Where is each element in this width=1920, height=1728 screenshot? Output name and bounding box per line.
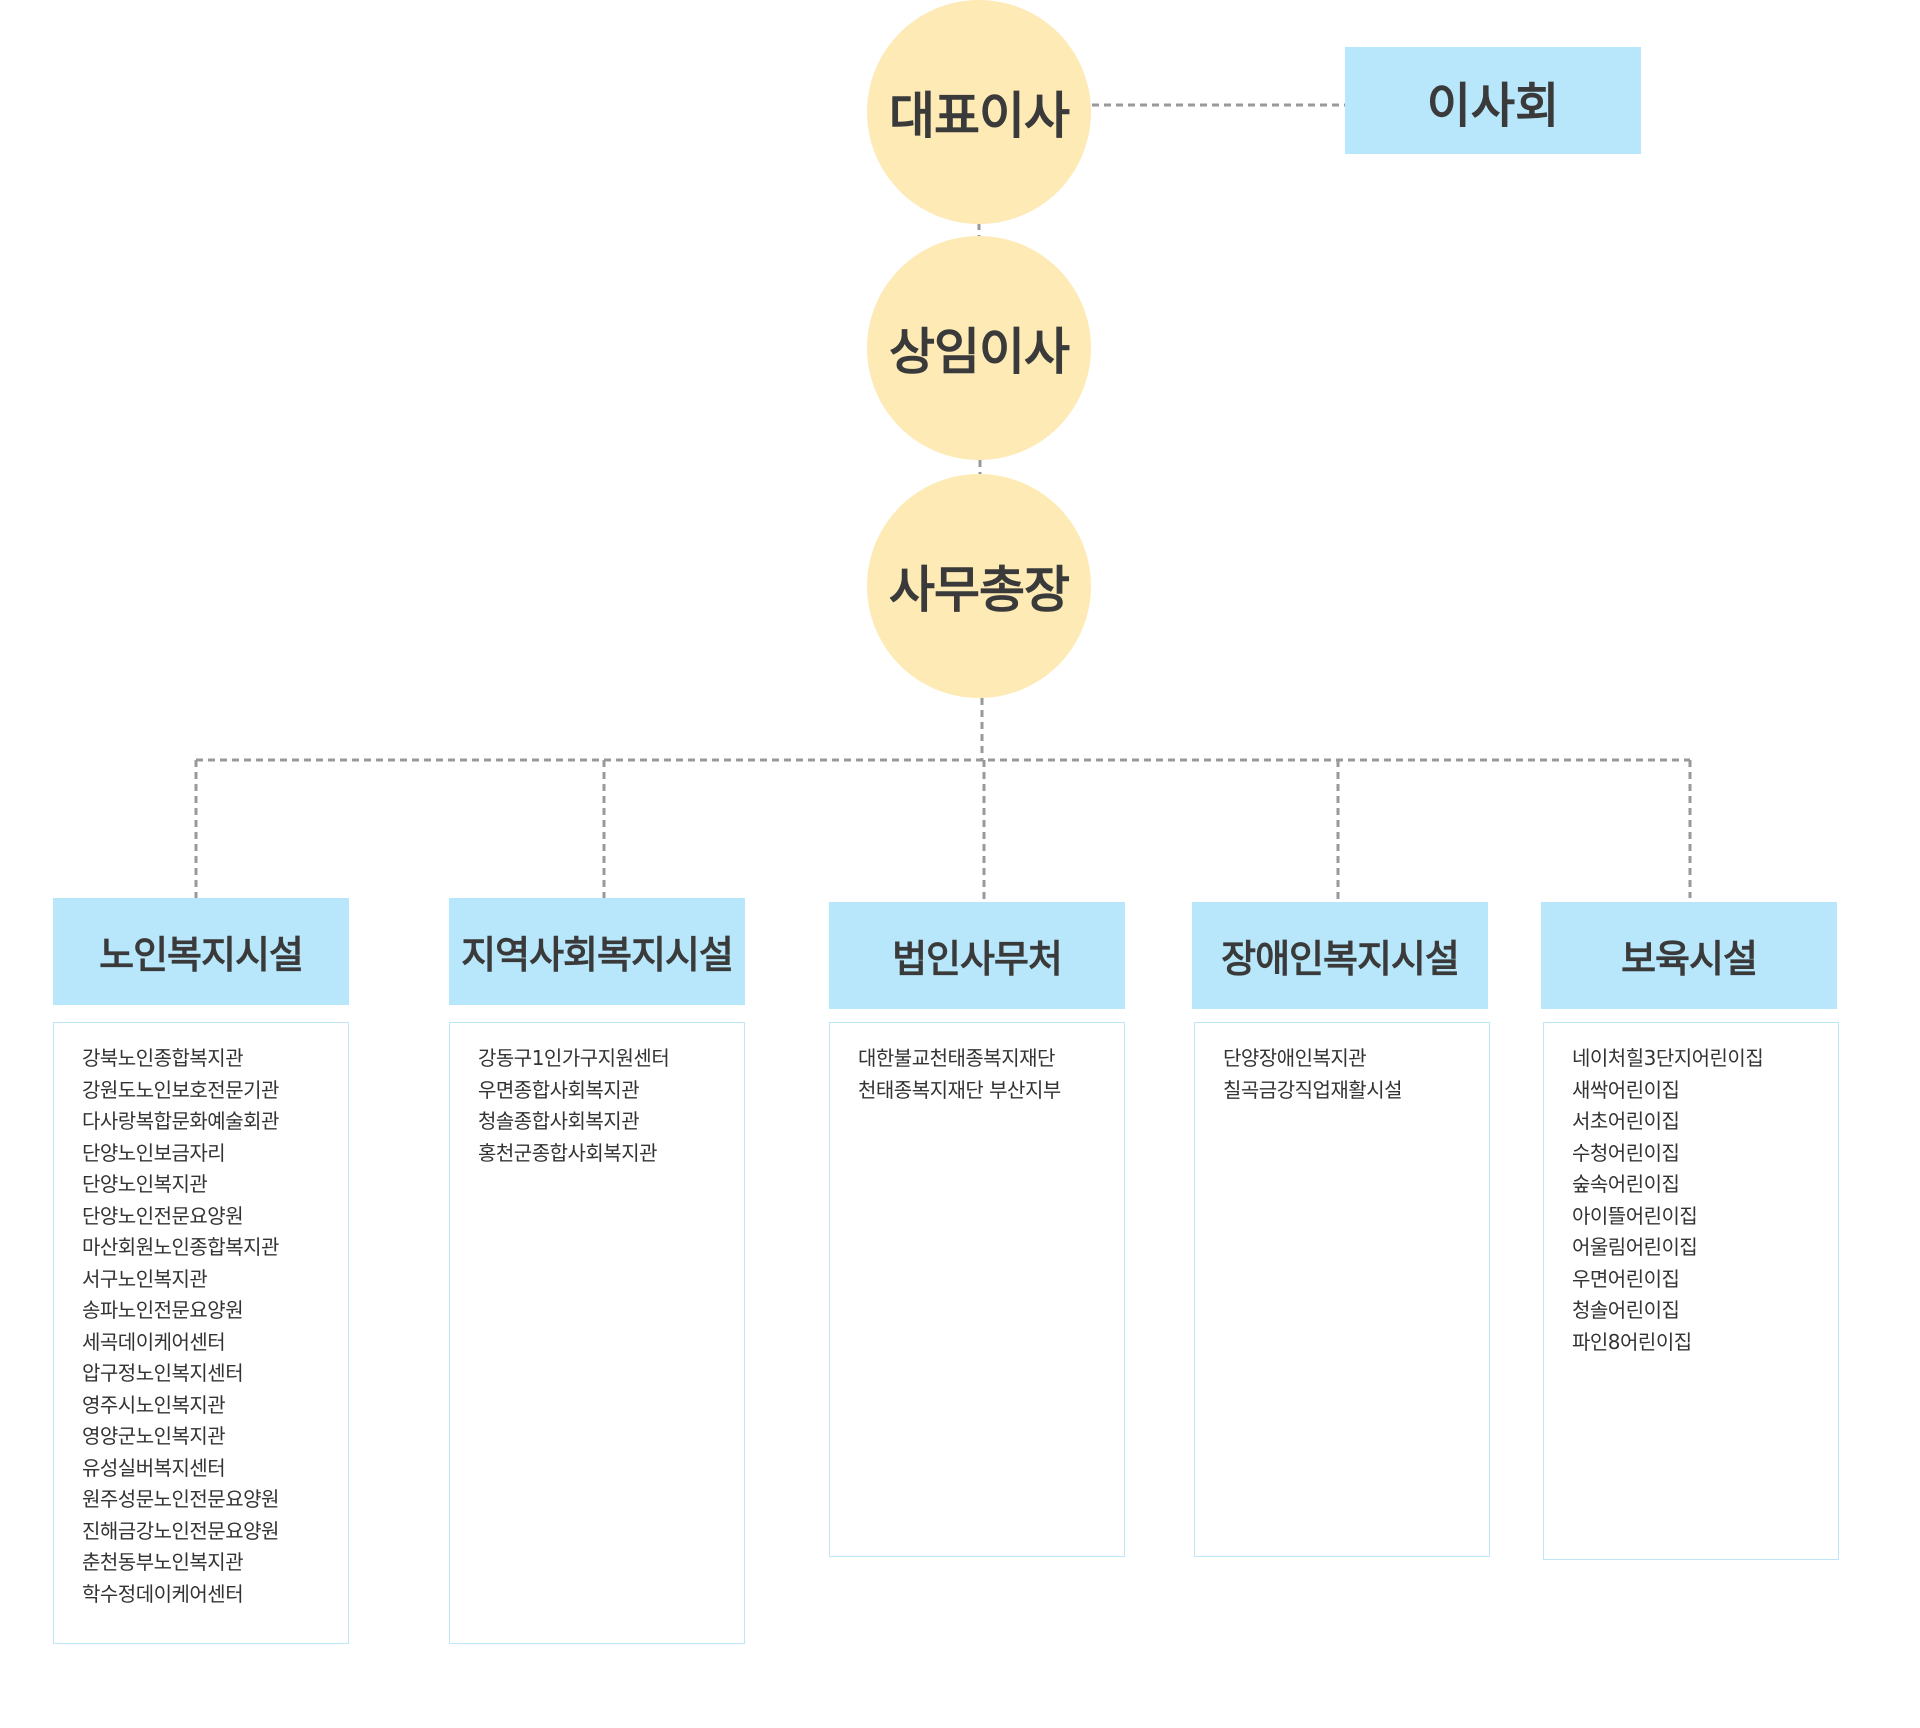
list-item: 대한불교천태종복지재단 xyxy=(858,1046,1055,1070)
list-item: 다사랑복합문화예술회관 xyxy=(82,1109,279,1133)
list-item: 세곡데이케어센터 xyxy=(82,1329,226,1354)
list-item: 단양노인전문요양원 xyxy=(82,1203,244,1228)
secretary-general-node: 사무총장 xyxy=(867,474,1091,698)
list-item: 어울림어린이집 xyxy=(1572,1235,1698,1259)
list-item: 천태종복지재단 부산지부 xyxy=(858,1077,1061,1102)
list-item: 단양노인복지관 xyxy=(82,1172,208,1196)
column-list-box-disabled-welfare: 단양장애인복지관 칠곡금강직업재활시설 xyxy=(1194,1022,1490,1557)
ceo-node: 대표이사 xyxy=(867,0,1091,224)
list-item: 우면어린이집 xyxy=(1572,1266,1680,1291)
list-item: 홍천군종합사회복지관 xyxy=(478,1140,658,1165)
list-item: 유성실버복지센터 xyxy=(82,1455,226,1480)
list-item: 서구노인복지관 xyxy=(82,1266,208,1291)
column-header-community-welfare: 지역사회복지시설 xyxy=(449,898,745,1005)
board-node: 이사회 xyxy=(1345,47,1641,154)
column-list-box-community-welfare: 강동구1인가구지원센터 우면종합사회복지관 청솔종합사회복지관 홍천군종합사회복… xyxy=(449,1022,745,1644)
list-item: 강동구1인가구지원센터 xyxy=(478,1046,670,1070)
list-item: 춘천동부노인복지관 xyxy=(82,1550,244,1574)
list-item: 송파노인전문요양원 xyxy=(82,1298,244,1322)
list-item: 진해금강노인전문요양원 xyxy=(82,1518,279,1543)
list-item: 영주시노인복지관 xyxy=(82,1392,226,1417)
list-item: 청솔종합사회복지관 xyxy=(478,1109,640,1133)
column-header-childcare: 보육시설 xyxy=(1541,902,1837,1009)
list-item: 단양노인보금자리 xyxy=(82,1140,226,1165)
list-item: 새싹어린이집 xyxy=(1572,1077,1680,1102)
list-item: 강북노인종합복지관 xyxy=(82,1046,244,1070)
list-item: 우면종합사회복지관 xyxy=(478,1077,640,1102)
list-item: 숲속어린이집 xyxy=(1572,1172,1680,1196)
list-item: 압구정노인복지센터 xyxy=(82,1361,244,1385)
list-item: 영양군노인복지관 xyxy=(82,1424,226,1448)
column-header-corporate-office: 법인사무처 xyxy=(829,902,1125,1009)
list-item: 네이처힐3단지어린이집 xyxy=(1572,1046,1764,1070)
column-list-box-corporate-office: 대한불교천태종복지재단 천태종복지재단 부산지부 xyxy=(829,1022,1125,1557)
standing-director-node: 상임이사 xyxy=(867,236,1091,460)
list-item: 수청어린이집 xyxy=(1572,1140,1680,1165)
list-item: 마산회원노인종합복지관 xyxy=(82,1235,279,1259)
column-header-elderly-welfare: 노인복지시설 xyxy=(53,898,349,1005)
list-item: 단양장애인복지관 xyxy=(1223,1046,1367,1070)
list-item: 학수정데이케어센터 xyxy=(82,1581,244,1606)
list-item: 파인8어린이집 xyxy=(1572,1329,1692,1354)
column-list-box-elderly-welfare: 강북노인종합복지관 강원도노인보호전문기관 다사랑복합문화예술회관 단양노인보금… xyxy=(53,1022,349,1644)
list-item: 아이뜰어린이집 xyxy=(1572,1203,1698,1228)
list-item: 원주성문노인전문요양원 xyxy=(82,1487,279,1511)
column-list-box-childcare: 네이처힐3단지어린이집 새싹어린이집 서초어린이집 수청어린이집 숲속어린이집 … xyxy=(1543,1022,1839,1560)
list-item: 강원도노인보호전문기관 xyxy=(82,1077,279,1102)
column-header-disabled-welfare: 장애인복지시설 xyxy=(1192,902,1488,1009)
list-item: 칠곡금강직업재활시설 xyxy=(1223,1077,1403,1102)
list-item: 청솔어린이집 xyxy=(1572,1298,1680,1322)
list-item: 서초어린이집 xyxy=(1572,1109,1680,1133)
